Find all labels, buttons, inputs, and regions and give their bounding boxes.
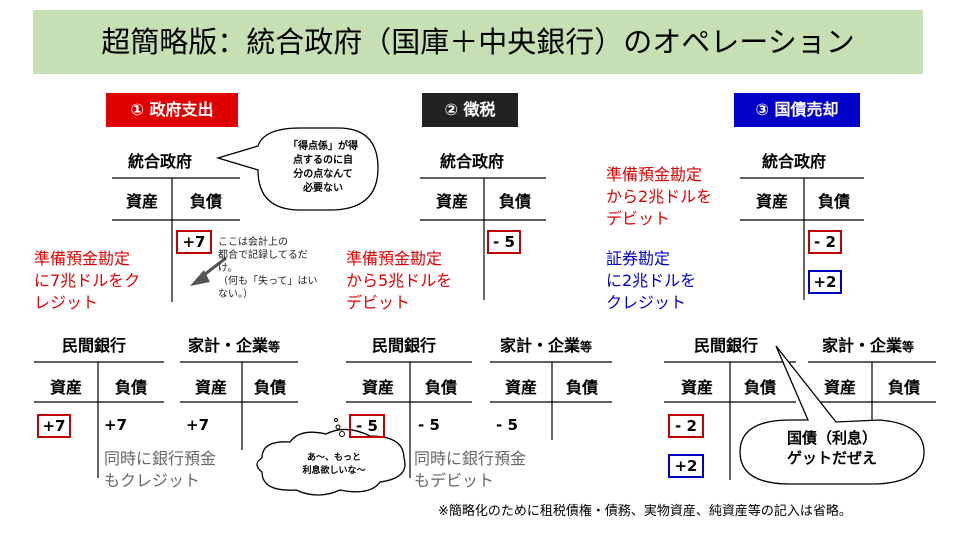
aside-line-1: ここは会計上の: [218, 237, 288, 248]
bank-assets-header-3: 資産: [680, 378, 713, 397]
reserve-debit-note-3: 準備預金勘定 から2兆ドルを デビット: [606, 164, 712, 230]
accounting-aside-note: ここは会計上の 都合で記録してるだ け。 （何も「失って」はい ない。）: [218, 236, 318, 301]
title-bar: [33, 10, 923, 74]
reserve-credit-line-1: 準備預金勘定: [34, 249, 131, 268]
reserve-credit-note: 準備預金勘定 に7兆ドルをク レジット: [34, 248, 140, 314]
bank-ledger-title-1: 民間銀行: [62, 336, 127, 355]
bubble-line-3: 分の点なんて: [293, 169, 353, 180]
aside-line-4: （何も「失って」はい: [218, 276, 318, 287]
hh-assets-header-3: 資産: [823, 378, 856, 397]
reserve-debit-3-line-2: から2兆ドルを: [606, 187, 713, 206]
hh-assets-header-2: 資産: [504, 378, 537, 397]
hh-liabilities-header-1: 負債: [253, 378, 286, 397]
household-ledger-title-1: 家計・企業等: [188, 332, 280, 356]
reserve-debit-line-1: 準備預金勘定: [346, 249, 443, 268]
reserve-debit-line-2: から5兆ドルを: [346, 271, 453, 290]
gov-liability-value-2: - 5: [487, 230, 521, 254]
securities-credit-line-1: 証券勘定: [606, 249, 671, 268]
securities-credit-note: 証券勘定 に2兆ドルを クレジット: [606, 248, 696, 314]
bond-interest-callout: 国債（利息） ゲットだぜえ: [742, 428, 922, 468]
hh-assets-header-1: 資産: [194, 378, 227, 397]
household-ledger-title-3: 家計・企業等: [822, 332, 914, 356]
bank-liability-value-2: - 5: [418, 416, 440, 434]
deposit-credit-line-1: 同時に銀行預金: [104, 449, 217, 468]
bank-liabilities-header-1: 負債: [114, 378, 147, 397]
bank-asset-value-3a: - 2: [668, 414, 704, 438]
household-label: 家計・企業: [500, 336, 581, 355]
aside-line-2: 都合で記録してるだ: [218, 250, 308, 261]
securities-credit-line-2: に2兆ドルを: [606, 271, 697, 290]
deposit-credit-note: 同時に銀行預金 もクレジット: [104, 448, 216, 492]
bank-assets-header-1: 資産: [49, 378, 82, 397]
section-tag-taxation: ② 徴税: [422, 93, 518, 127]
callout-line-1: 国債（利息）: [786, 429, 877, 447]
bank-liabilities-header-3: 負債: [743, 378, 776, 397]
bubble-line-2: 点するのに自: [293, 155, 353, 166]
gov-liabilities-header-3: 負債: [817, 192, 850, 211]
bubble-line-1: 「得点係」が得: [288, 141, 358, 152]
footnote: ※簡略化のために租税債権・債務、実物資産、純資産等の記入は省略。: [438, 504, 852, 519]
securities-credit-line-3: クレジット: [606, 293, 687, 312]
reserve-debit-line-3: デビット: [346, 293, 411, 312]
bank-asset-value-1: +7: [37, 414, 71, 438]
household-label: 家計・企業: [188, 336, 269, 355]
gov-liabilities-header-2: 負債: [498, 192, 531, 211]
household-suffix: 等: [580, 340, 593, 354]
gov-liability-value-3b: +2: [808, 270, 842, 294]
hh-asset-value-2: - 5: [496, 416, 518, 434]
gov-liabilities-header-1: 負債: [189, 192, 222, 211]
hh-liabilities-header-3: 負債: [887, 378, 920, 397]
reserve-debit-3-line-3: デビット: [606, 209, 671, 228]
section-tag-bond-sale: ③ 国債売却: [734, 93, 860, 127]
interest-thought-cloud: あ～、もっと 利息欲しいな～: [272, 452, 396, 478]
bank-liabilities-header-2: 負債: [424, 378, 457, 397]
reserve-credit-line-2: に7兆ドルをク: [34, 271, 141, 290]
reserve-debit-note: 準備預金勘定 から5兆ドルを デビット: [346, 248, 452, 314]
gov-liability-value-1: +7: [176, 230, 212, 254]
gov-ledger-title-1: 統合政府: [128, 152, 193, 171]
scorekeeper-speech-bubble: 「得点係」が得 点するのに自 分の点なんて 必要ない: [270, 140, 376, 196]
bank-ledger-title-3: 民間銀行: [694, 336, 759, 355]
deposit-debit-line-2: もデビット: [414, 471, 495, 490]
gov-ledger-title-2: 統合政府: [440, 152, 505, 171]
reserve-debit-3-line-1: 準備預金勘定: [606, 165, 703, 184]
household-suffix: 等: [268, 340, 281, 354]
callout-line-2: ゲットだぜえ: [786, 449, 877, 467]
gov-assets-header-1: 資産: [125, 192, 158, 211]
bank-liability-value-1: +7: [104, 416, 128, 434]
gov-assets-header-3: 資産: [755, 192, 788, 211]
household-ledger-title-2: 家計・企業等: [500, 332, 592, 356]
household-label: 家計・企業: [822, 336, 903, 355]
deposit-debit-note: 同時に銀行預金 もデビット: [414, 448, 526, 492]
hh-asset-value-1: +7: [186, 416, 210, 434]
bank-assets-header-2: 資産: [361, 378, 394, 397]
page-title: 超簡略版：統合政府（国庫＋中央銀行）のオペレーション: [101, 25, 855, 59]
aside-line-3: け。: [218, 263, 238, 274]
gov-ledger-title-3: 統合政府: [762, 152, 827, 171]
section-tag-government-spending: ① 政府支出: [106, 93, 238, 127]
bank-asset-value-2: - 5: [349, 414, 385, 438]
household-suffix: 等: [902, 340, 915, 354]
bank-asset-value-3b: +2: [668, 454, 704, 478]
reserve-credit-line-3: レジット: [34, 293, 99, 312]
bank-ledger-title-2: 民間銀行: [372, 336, 437, 355]
thought-line-2: 利息欲しいな～: [302, 466, 366, 476]
aside-line-5: ない。）: [218, 289, 253, 300]
deposit-debit-line-1: 同時に銀行預金: [414, 449, 527, 468]
gov-assets-header-2: 資産: [435, 192, 468, 211]
thought-line-1: あ～、もっと: [306, 453, 361, 463]
hh-liabilities-header-2: 負債: [565, 378, 598, 397]
deposit-credit-line-2: もクレジット: [104, 471, 201, 490]
bubble-line-4: 必要ない: [303, 183, 343, 194]
gov-liability-value-3a: - 2: [808, 230, 842, 254]
